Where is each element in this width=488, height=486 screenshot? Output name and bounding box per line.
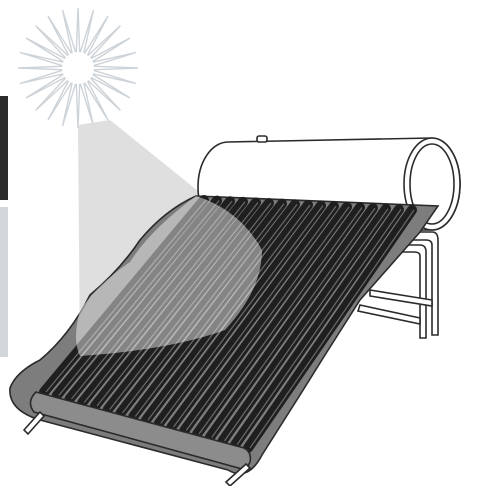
left-light-bar [0,207,8,357]
sun-icon [18,8,138,128]
left-dark-bar [0,96,8,200]
sun-core [62,52,94,84]
